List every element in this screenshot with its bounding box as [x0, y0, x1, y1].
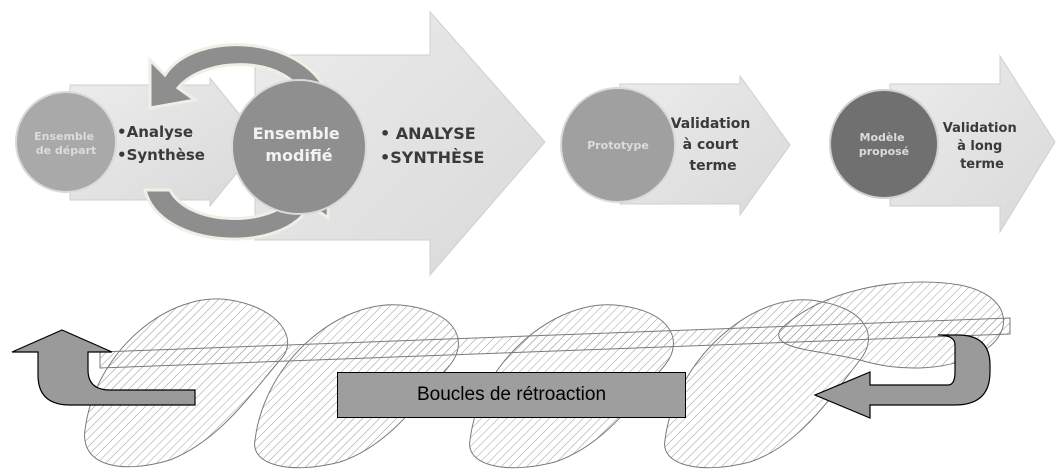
stage3-circle: [560, 87, 676, 203]
right-feedback-arrow: [813, 334, 991, 419]
stage2-bullet-synthese: •SYNTHÈSE: [380, 148, 484, 167]
stage1-arrow: [69, 76, 263, 208]
stage3-circle-label: Prototype: [587, 139, 649, 152]
stage4-circle-label: Modèle proposé: [859, 131, 909, 158]
stage3-arrow-text: Validation à court terme: [671, 116, 756, 174]
stage1-circle-label: Ensemble de départ: [34, 130, 98, 157]
spiral-band-top: [99, 317, 1011, 369]
stage1-circle-line1: Ensemble: [34, 130, 94, 143]
stage2-circle-line2: modifié: [265, 146, 332, 165]
stage4-circle-line1: Modèle: [860, 131, 905, 144]
stage1-bullets: •Analyse •Synthèse: [117, 123, 205, 164]
stage4-text-line2: à long: [957, 139, 1002, 154]
stage4-text-line1: Validation: [943, 121, 1017, 136]
stage3-text-line1: Validation: [671, 116, 751, 132]
stage2-bullets: • ANALYSE •SYNTHÈSE: [380, 124, 484, 167]
stage3-text-line2: à court: [683, 137, 739, 153]
stage1-bullet-analyse: •Analyse: [117, 123, 193, 141]
stage2-circle-line1: Ensemble: [253, 124, 340, 143]
cycle-arrow-top: [148, 43, 333, 110]
stage4-arrow: [889, 54, 1056, 234]
left-feedback-arrow: [11, 329, 196, 406]
feedback-loops-box: Boucles de rétroaction: [337, 372, 686, 418]
stage1-circle: [15, 91, 117, 193]
stage2-bullet-analyse: • ANALYSE: [380, 124, 476, 143]
stage3-text-line3: terme: [689, 158, 736, 174]
stage2-circle-label: Ensemble modifié: [253, 124, 346, 165]
stage1-circle-line2: de départ: [36, 144, 96, 157]
stage4-circle-line2: proposé: [859, 145, 909, 158]
stage4-arrow-text: Validation à long terme: [943, 121, 1022, 172]
feedback-loops-label: Boucles de rétroaction: [416, 384, 607, 405]
stage2-circle: [231, 79, 367, 215]
stage4-circle: [829, 89, 939, 199]
stage1-bullet-synthese: •Synthèse: [117, 146, 205, 164]
stage4-text-line3: terme: [960, 157, 1004, 172]
